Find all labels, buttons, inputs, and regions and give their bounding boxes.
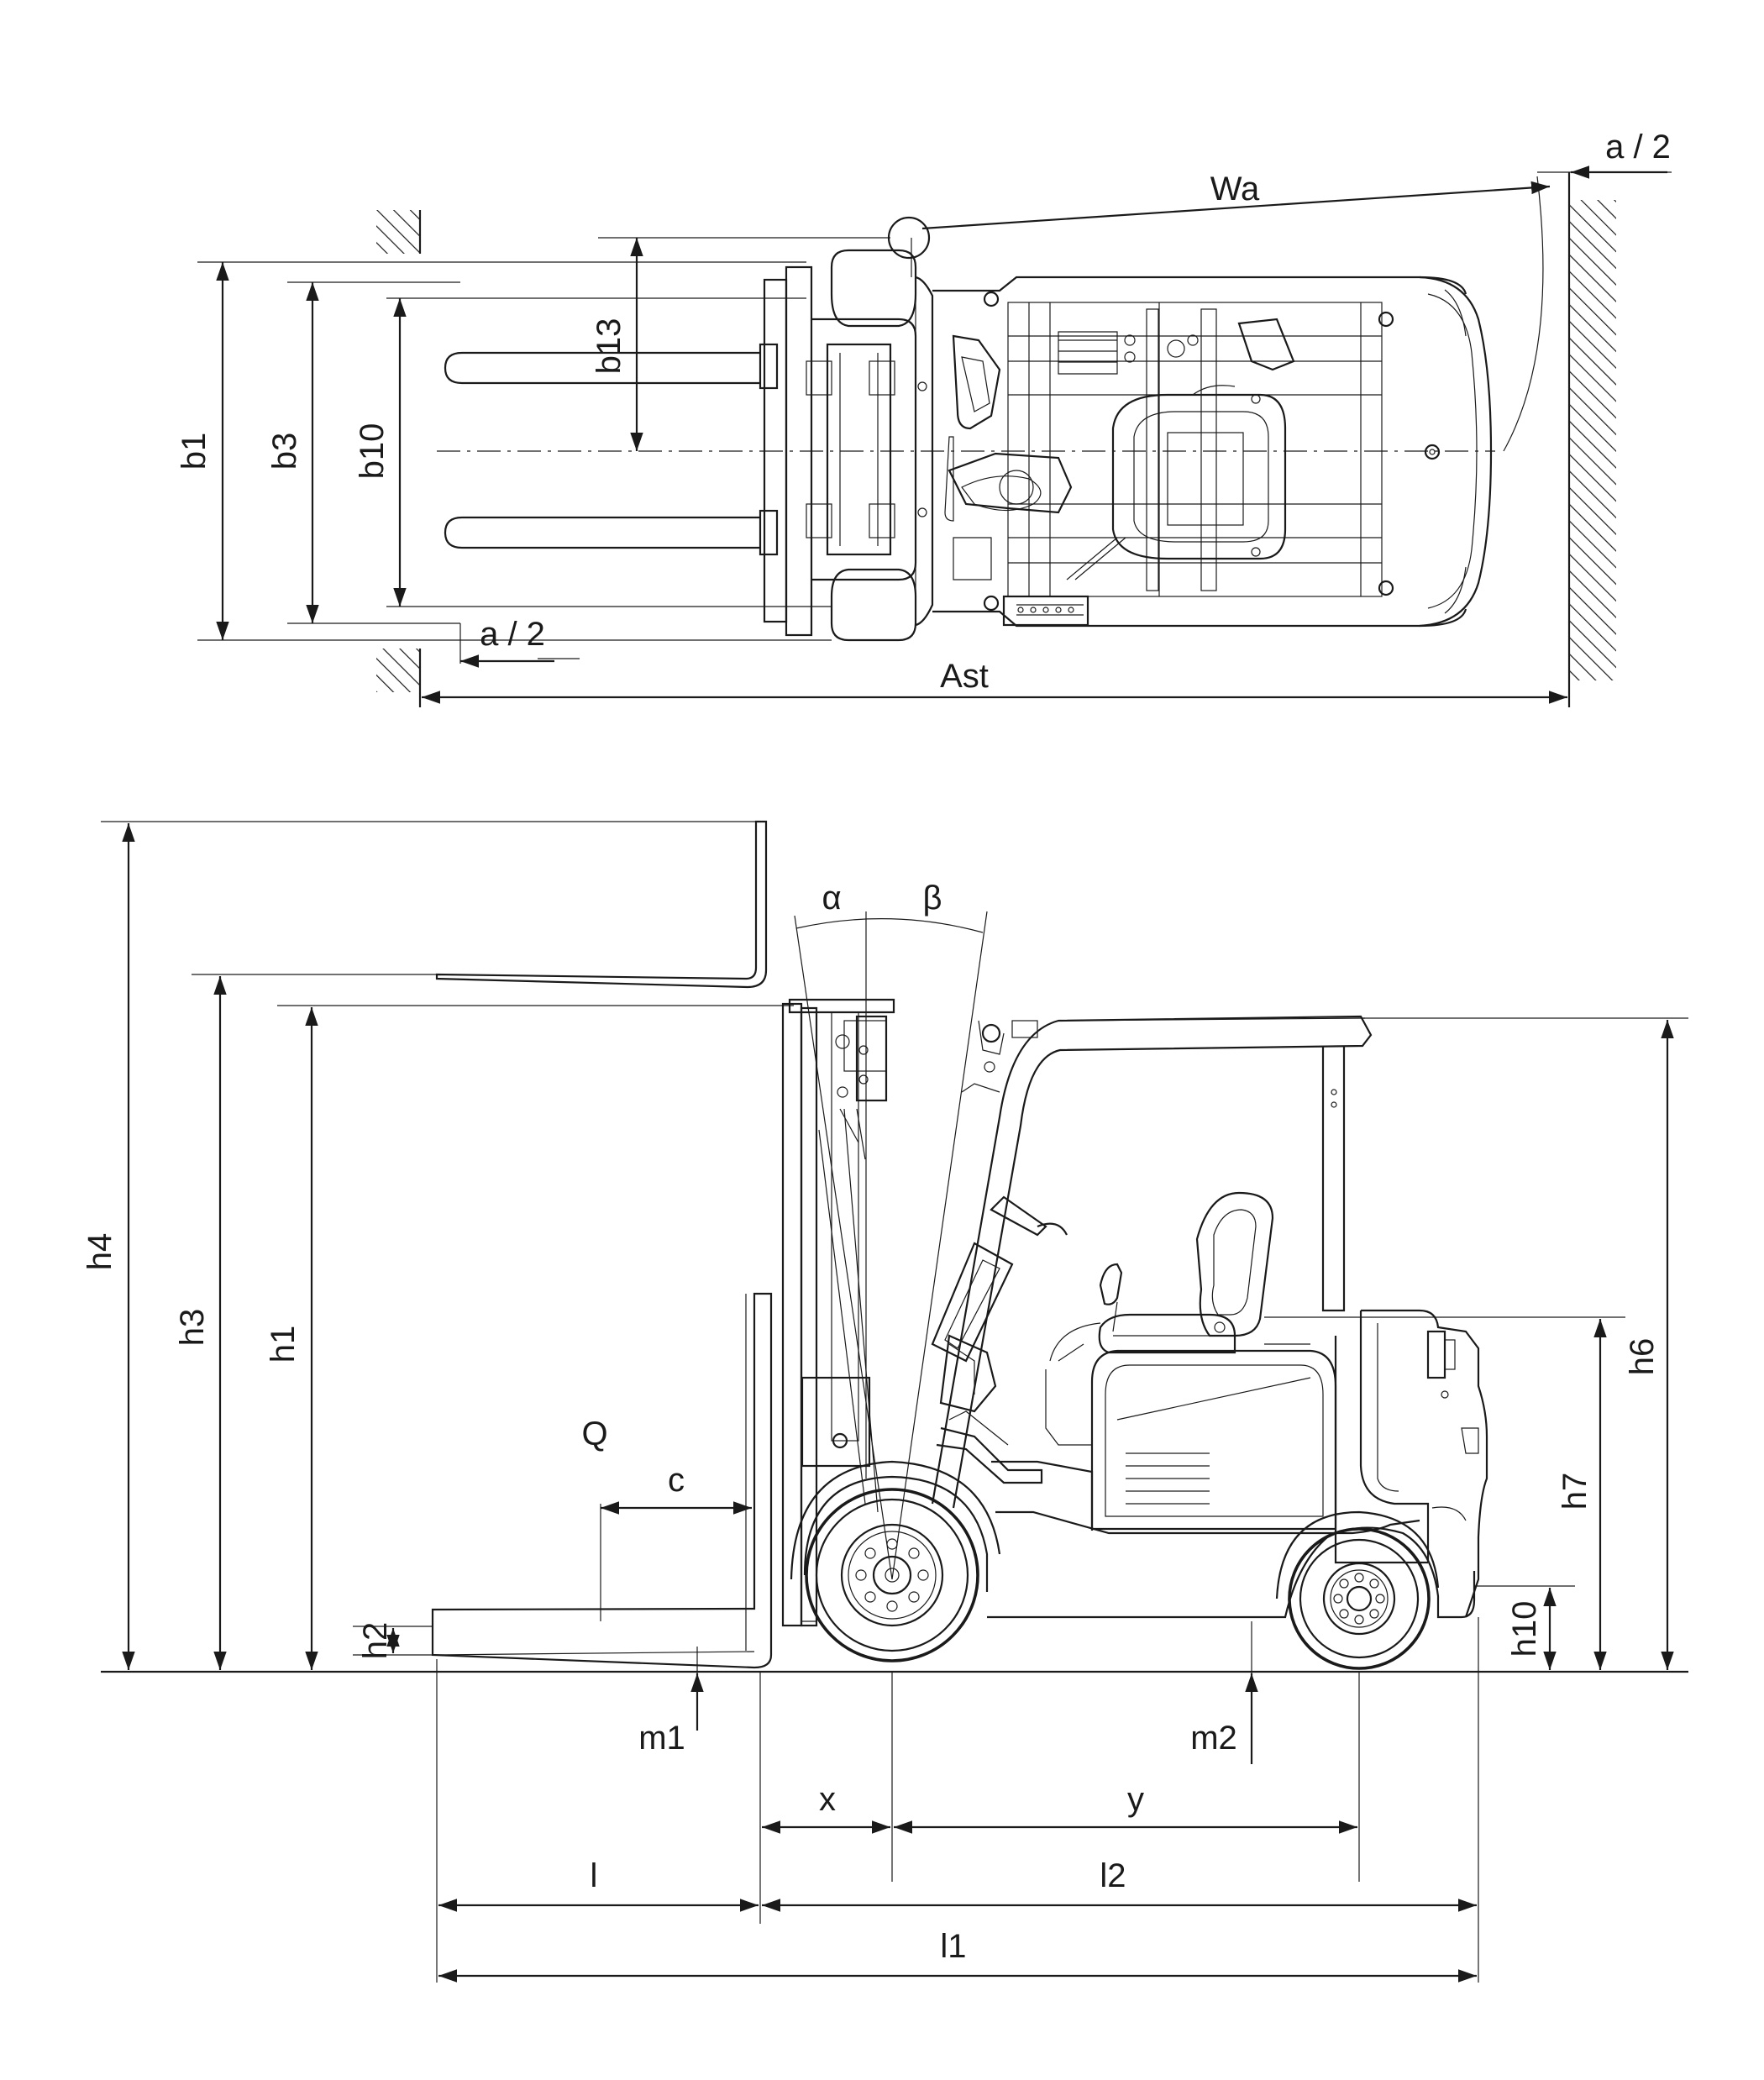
label-b10: b10 [354,423,391,480]
dimension-b10: b10 [354,298,407,607]
dimension-h6: h6 [1624,1020,1674,1670]
label-b13: b13 [591,318,627,375]
label-l2: l2 [1100,1857,1126,1894]
label-y: y [1127,1781,1144,1818]
label-b1: b1 [176,433,213,470]
label-h6: h6 [1624,1338,1661,1376]
dimension-x: x [762,1781,890,1834]
label-l: l [591,1857,598,1894]
raised-forks [101,820,768,989]
dimension-c: c Q [581,1416,752,1515]
label-q: Q [581,1416,607,1452]
dimension-b3: b3 [266,282,319,623]
label-b3: b3 [266,433,303,470]
dimension-wa: Wa [921,171,1551,230]
dimension-a2-bottom: a / 2 [460,616,554,668]
wall-hatch-right [1569,200,1616,680]
top-seat [1111,385,1287,560]
label-h4: h4 [81,1233,118,1271]
side-steering [931,1195,1123,1484]
side-mast [781,998,895,1627]
label-h1: h1 [265,1326,302,1363]
label-h2: h2 [357,1622,394,1660]
dimension-h3: h3 [174,976,227,1670]
label-l1: l1 [940,1928,966,1965]
label-beta: β [922,880,942,917]
turning-radius-arc [1503,176,1544,452]
dimension-l1: l1 [438,1928,1477,1983]
dimension-b1: b1 [176,262,229,640]
top-operator-area [944,318,1295,580]
dimension-a2-top: a / 2 [1571,129,1671,179]
label-h3: h3 [174,1309,211,1347]
label-a2-bottom: a / 2 [480,616,545,653]
label-h7: h7 [1557,1473,1593,1510]
dimension-l: l [438,1857,759,1912]
side-seat [1045,1191,1310,1446]
dimension-h4: h4 [81,823,135,1670]
top-front-wheels [830,249,917,642]
side-rear-wheel [1275,1510,1440,1670]
tilt-angles: α β [794,880,988,1580]
top-mast [806,318,927,581]
side-chassis [987,1309,1488,1619]
dimension-h7: h7 [1557,1319,1607,1670]
aisle-walls [376,171,1672,707]
label-x: x [819,1781,836,1818]
dimension-m2: m2 [1190,1673,1258,1764]
dimension-m1: m1 [638,1673,704,1757]
side-view: α β h4 h3 h1 h2 [81,820,1688,1983]
dimension-y: y [894,1781,1357,1834]
wall-hatch-top-left [376,210,420,254]
dimension-l2: l2 [762,1857,1477,1912]
label-wa: Wa [1210,171,1260,207]
dimension-b13: b13 [591,238,643,451]
label-a2-top: a / 2 [1605,129,1671,165]
label-alpha: α [822,880,841,917]
label-m2: m2 [1190,1720,1237,1757]
side-overhead-guard [931,1015,1373,1509]
side-front-wheel [790,1460,1001,1662]
dimension-h2: h2 [357,1622,400,1660]
dimension-h1: h1 [265,1007,318,1670]
label-m1: m1 [638,1720,685,1757]
dimension-ast: Ast [422,658,1567,704]
wall-hatch-bottom-left [376,649,420,692]
dimension-h10: h10 [1506,1588,1557,1670]
label-ast: Ast [940,658,989,695]
label-c: c [668,1462,685,1499]
label-h10: h10 [1506,1601,1543,1657]
lowered-forks [431,1292,773,1669]
top-view: b1 b3 b10 b13 Wa a / 2 a / 2 Ast [176,129,1672,707]
